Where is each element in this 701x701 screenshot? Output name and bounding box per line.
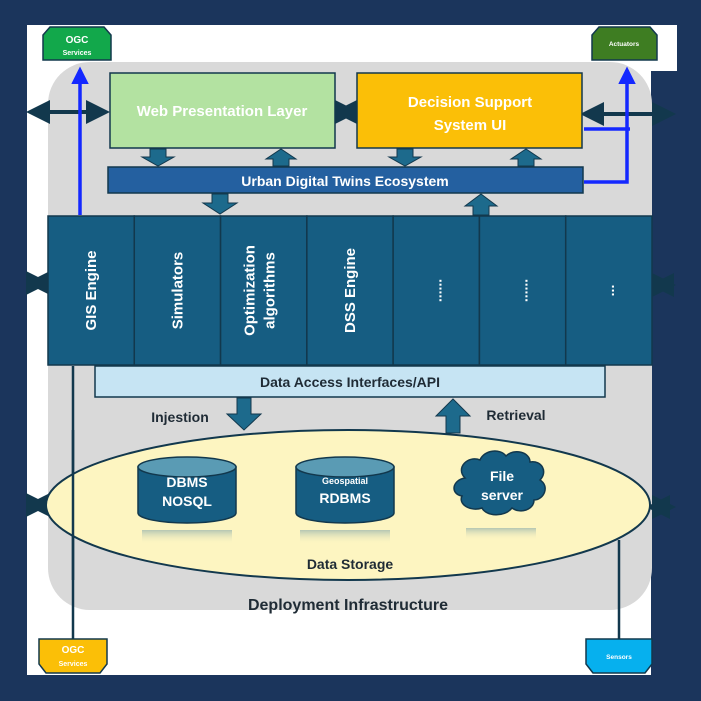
engine-cell[interactable]: ...... [392,215,481,366]
down-arrow-dss-ecosystem [387,148,423,167]
actuators-label: Actuators [609,41,640,48]
up-arrow-engines-ecosystem [463,193,499,216]
ogc-services-top[interactable]: OGC Services [42,26,112,61]
ogc-bottom-line1: OGC [62,645,85,656]
rdbms-line2: RDBMS [319,490,370,506]
ingestion-arrow [225,397,263,431]
ogc-bottom-line2: Services [59,661,88,668]
engine-label: Simulators [169,252,186,330]
dss-ui-line2: System UI [434,117,507,134]
engine-cell-bg [564,215,653,366]
web-presentation-layer[interactable]: Web Presentation Layer [109,72,336,149]
engine-cell[interactable]: DSS Engine [306,215,394,366]
dss-ui[interactable]: Decision Support System UI [356,72,583,149]
engine-cell[interactable]: GIS Engine [47,215,136,366]
dbms-line1: DBMS [166,474,207,490]
geospatial-rdbms-db[interactable]: Geospatial RDBMS [295,456,395,544]
frame-bottom [0,675,701,701]
urban-digital-twins-ecosystem[interactable]: Urban Digital Twins Ecosystem [107,166,584,194]
retrieval-label: Retrieval [486,407,545,423]
up-arrow-ecosystem-web [264,148,298,167]
api-label: Data Access Interfaces/API [260,374,440,390]
engine-cell-bg [133,215,222,366]
ingestion-label: Injestion [151,409,209,425]
engine-label: GIS Engine [83,250,100,330]
engine-cell-bg [306,215,394,366]
engine-label: Optimization [242,245,259,336]
data-storage-label: Data Storage [307,556,394,572]
down-arrow-web-ecosystem [140,148,176,167]
sensors-box[interactable]: Sensors [585,638,653,674]
blue-link-ecosystem-to-actuators [584,66,636,184]
engine-label: ...... [515,279,531,302]
engine-cell[interactable]: ...... [478,215,567,366]
engine-label: ... [601,285,617,297]
file-server-cloud[interactable]: File server [453,450,546,540]
engine-cell-bg [392,215,481,366]
data-access-api[interactable]: Data Access Interfaces/API [94,365,606,398]
deployment-infrastructure-label: Deployment Infrastructure [248,597,448,614]
actuators-box[interactable]: Actuators [591,26,658,61]
down-arrow-ecosystem-engines [201,193,239,215]
engine-cell[interactable]: ... [564,215,653,366]
dbms-nosql-db[interactable]: DBMS NOSQL [137,456,237,544]
retrieval-arrow [434,398,472,434]
engine-cell-bg [47,215,136,366]
rdbms-line1: Geospatial [322,476,368,486]
file-server-line1: File [490,468,514,484]
ogc-top-line1: OGC [66,35,89,46]
up-arrow-ecosystem-dss [509,148,543,167]
engine-cell[interactable]: Simulators [133,215,222,366]
ogc-services-bottom[interactable]: OGC Services [38,638,108,674]
file-server-line2: server [481,487,524,503]
engine-cell-bg [219,215,308,366]
dss-ui-line1: Decision Support [408,94,532,111]
engine-label: algorithms [262,252,279,329]
web-layer-label: Web Presentation Layer [137,103,308,120]
ogc-top-line2: Services [63,50,92,57]
ecosystem-label: Urban Digital Twins Ecosystem [241,173,448,189]
engine-label: ...... [428,279,444,302]
dbms-line2: NOSQL [162,493,212,509]
sensors-label: Sensors [606,654,632,661]
engine-label: DSS Engine [342,248,359,333]
